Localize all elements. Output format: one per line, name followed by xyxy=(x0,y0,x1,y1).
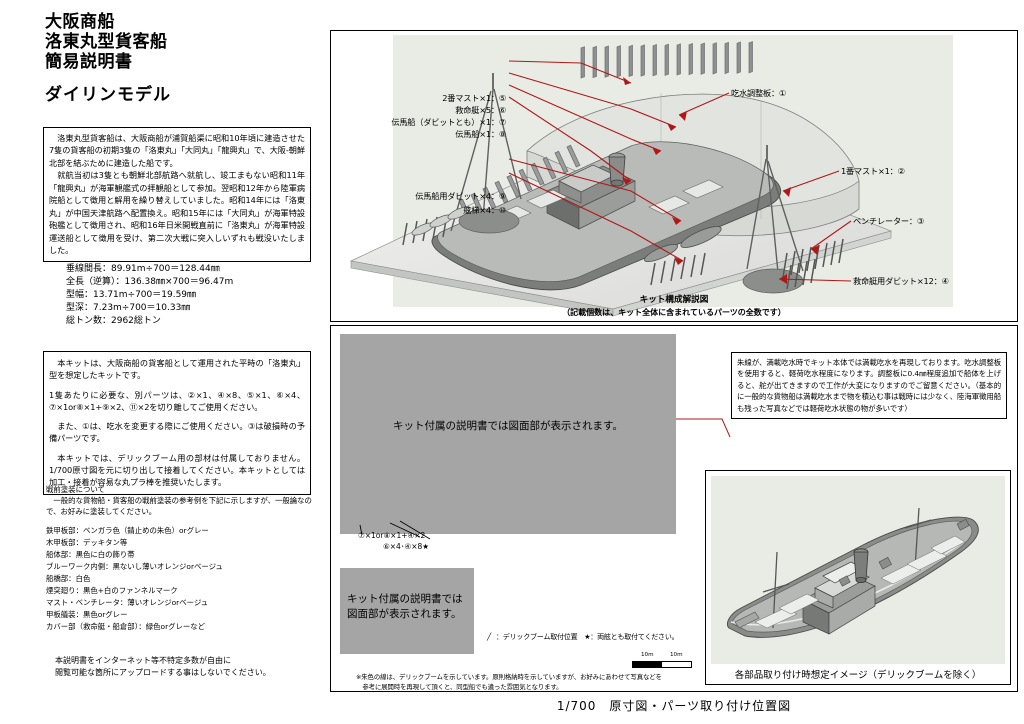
diagram-label-tenma: 伝馬船×1：⑧ xyxy=(455,129,506,139)
paint-item: マスト・ベンチレータ：薄いオレンジorベージュ xyxy=(46,598,209,608)
parts-annotation-upper: ⑦×1or⑧×1+④×2 xyxy=(358,531,426,540)
kit-instructions-box: 本キットは、大阪商船の貨客船として運用された平時の「洛東丸」型を想定したキットで… xyxy=(43,351,311,495)
scale-bar: 10m 10m xyxy=(632,652,692,668)
parts-annotation-lower: ⑥×4･④×8★ xyxy=(383,542,430,551)
derrick-boom-footnote: ※朱色の線は、デリックブームを示しています。原則格納時を示していますが、お好みに… xyxy=(356,673,956,692)
diagram-label-mast2: 2番マスト×1：⑤ xyxy=(442,93,506,103)
title-line-document: 簡易説明書 xyxy=(45,52,133,73)
brand-name: ダイリンモデル xyxy=(45,85,171,106)
paint-guide-section: 戦前塗装について 一般的な貨物船・貨客船の戦前塗装の参考例を下記に示しますが、一… xyxy=(46,484,326,633)
plan-drawing-placeholder-upper xyxy=(340,334,676,534)
plan-placeholder-note-upper: キット付属の説明書では図面部が表示されます。 xyxy=(393,420,623,432)
scale-bar-ticks xyxy=(632,661,692,668)
slash-icon: ╱ xyxy=(487,633,492,641)
history-text-box: 洛東丸型貨客船は、大阪商船が浦賀船渠に昭和10年頃に建造させた7隻の貨客船の初期… xyxy=(43,127,311,262)
assembled-ship-illustration xyxy=(711,476,1005,664)
derrick-boom-legend: ╱ ：デリックブーム取付位置 ★：両舷とも取付てください。 xyxy=(487,632,679,642)
plan-panel-title: 1/700 原寸図・パーツ取り付け位置図 xyxy=(556,699,792,713)
kit-diagram-caption-sub: （記載個数は、キット全体に含まれているパーツの全数です） xyxy=(562,307,786,317)
spec-item: 垂線間長：89.91m÷700＝128.44㎜ xyxy=(66,264,220,274)
kit-paragraph-4: 本キットでは、デリックブーム用の部材は付属しておりません。1/700原寸図を元に… xyxy=(49,452,305,488)
spec-item: 型幅：13.71m÷700＝19.59㎜ xyxy=(66,290,197,301)
draft-adjustment-text: 朱線が、満載吃水時でキット本体では満載吃水を再現しております。吃水調整板を使用す… xyxy=(737,358,1001,413)
kit-diagram-caption-main: キット構成解説図 xyxy=(639,295,709,305)
diagram-label-lifeboat-davit: 救命艇用ダビット×12：④ xyxy=(853,276,949,286)
title-line-shiptype: 洛東丸型貨客船 xyxy=(45,32,168,53)
paint-item: ブルーワーク内側：黒ないし薄いオレンジorベージュ xyxy=(46,562,223,572)
upload-notice-line-2: 閲覧可能な箇所にアップロードする事はしないでください。 xyxy=(55,668,271,677)
footnote-line-2: 参考に展開時を再現して頂くと、同型船でも違った雰囲気となります。 xyxy=(362,682,563,691)
diagram-label-gangway: 舷梯×4：⑩ xyxy=(463,205,506,215)
draft-adjustment-note-box: 朱線が、満載吃水時でキット本体では満載吃水を再現しております。吃水調整板を使用す… xyxy=(731,352,1007,420)
diagram-label-draft-plate: 吃水調整板：① xyxy=(731,88,787,98)
diagram-label-tenma-davit-x4: 伝馬船用ダビット×4：⑨ xyxy=(415,191,506,201)
scale-segment-filled xyxy=(632,661,662,668)
footnote-line-1: ※朱色の線は、デリックブームを示しています。原則格納時を示していますが、お好みに… xyxy=(356,673,662,681)
paint-color-list: 鉄甲板部：ベンガラ色（錆止めの朱色）orグレー 木甲板部：デッキタン等 船体部：… xyxy=(46,525,326,633)
paint-heading-note: 一般的な貨物船・貨客船の戦前塗装の参考例を下記に示しますが、一般論なので、お好み… xyxy=(46,496,312,517)
kit-paragraph-3: また、①は、吃水を変更する際にご使用ください。③は破損時の予備パーツです。 xyxy=(49,421,305,444)
history-paragraph-1: 洛東丸型貨客船は、大阪商船が浦賀船渠に昭和10年頃に建造させた7隻の貨客船の初期… xyxy=(49,133,305,168)
scale-bar-labels: 10m 10m xyxy=(632,652,692,661)
diagram-label-mast1: 1番マスト×1：② xyxy=(841,166,905,176)
diagram-label-tenma-davit: 伝馬船（ダビットとも）×1：⑦ xyxy=(391,117,506,127)
paint-item: 甲板艤装：黒色orグレー xyxy=(46,610,128,620)
kit-diagram-caption: キット構成解説図 （記載個数は、キット全体に含まれているパーツの全数です） xyxy=(331,294,1017,319)
diagram-label-lifeboat: 救命艇×5：⑥ xyxy=(455,105,506,115)
paint-item: 煙突廻り：黒色+白のファンネルマーク xyxy=(46,586,178,596)
paint-heading-title: 戦前塗装について xyxy=(46,485,105,494)
legend-text: ：デリックブーム取付位置 ★：両舷とも取付てください。 xyxy=(496,633,679,641)
spec-item: 型深：7.23m÷700＝10.33㎜ xyxy=(66,303,191,314)
plan-drawing-placeholder-lower xyxy=(340,568,474,654)
scale-label-1: 10m xyxy=(641,652,654,658)
upload-notice-line-1: 本説明書をインターネット等不特定多数が自由に xyxy=(55,656,231,665)
paint-item: 木甲板部：デッキタン等 xyxy=(46,538,128,548)
specifications-list: 垂線間長：89.91m÷700＝128.44㎜ 全長（逆算）：136.38㎜×7… xyxy=(66,263,233,328)
kit-construction-diagram-panel: 2番マスト×1：⑤ 救命艇×5：⑥ 伝馬船（ダビットとも）×1：⑦ 伝馬船×1：… xyxy=(330,30,1018,322)
photo-panel-caption: 各部品取り付け時想定イメージ（デリックブームを除く） xyxy=(734,670,982,681)
paint-item: カバー部（救命艇・船倉部）：緑色orグレーなど xyxy=(46,622,206,632)
diagram-label-ventilator: ベンチレーター：③ xyxy=(853,216,925,226)
kit-paragraph-2: 1隻あたりに必要な、別パーツは、②×1、④×8、⑤×1、⑥×4、⑦×1or⑧×1… xyxy=(49,389,305,412)
plan-leader-lines xyxy=(359,418,731,540)
spec-item: 総トン数：2962総トン xyxy=(66,316,161,327)
history-paragraph-2: 就航当初は3隻とも朝鮮北部航路へ就航し、竣工まもない昭和11年「龍興丸」が海軍観… xyxy=(49,170,305,256)
paint-item: 船体部：黒色に白の飾り帯 xyxy=(46,550,135,560)
assembled-model-render xyxy=(711,476,1005,664)
paint-item: 船橋部：白色 xyxy=(46,574,91,584)
paint-guide-heading: 戦前塗装について 一般的な貨物船・貨客船の戦前塗装の参考例を下記に示しますが、一… xyxy=(46,484,326,517)
title-line-company: 大阪商船 xyxy=(45,12,115,32)
spec-item: 全長（逆算）：136.38㎜×700＝96.47m xyxy=(66,277,234,288)
title-block: 大阪商船 洛東丸型貨客船 簡易説明書 ダイリンモデル xyxy=(45,12,345,105)
assembled-model-photo-panel: 各部品取り付け時想定イメージ（デリックブームを除く） xyxy=(705,470,1011,685)
plan-placeholder-note-lower: キット付属の説明書では図面部が表示されます。 xyxy=(347,593,463,621)
scale-segment-empty xyxy=(662,661,692,668)
upload-notice: 本説明書をインターネット等不特定多数が自由に 閲覧可能な箇所にアップロードする事… xyxy=(55,655,271,679)
kit-paragraph-1: 本キットは、大阪商船の貨客船として運用された平時の「洛東丸」型を想定したキットで… xyxy=(49,358,305,381)
kit-sprue-3d-illustration xyxy=(349,41,893,317)
paint-item: 鉄甲板部：ベンガラ色（錆止めの朱色）orグレー xyxy=(46,526,209,536)
scale-label-2: 10m xyxy=(670,652,683,658)
